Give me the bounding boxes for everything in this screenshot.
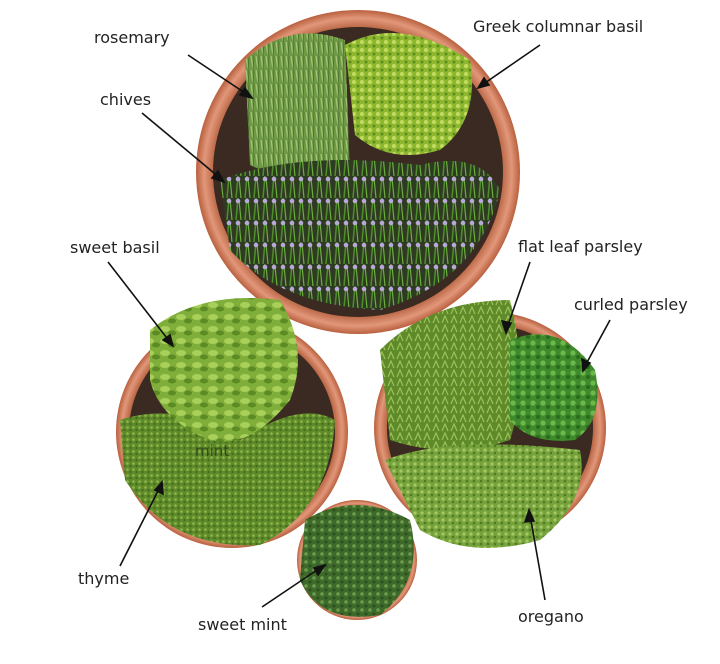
label-rosemary: rosemary — [94, 28, 170, 47]
large-pot — [196, 10, 520, 334]
label-chives: chives — [100, 90, 152, 109]
leader-curled-parsley — [584, 319, 611, 367]
label-mint-faint: mint — [195, 442, 230, 460]
label-oregano: oregano — [518, 607, 584, 626]
flat-leaf-parsley-plant — [380, 300, 520, 450]
curled-parsley-plant — [510, 334, 598, 441]
right-pot — [374, 300, 606, 548]
label-curled-parsley: curled parsley — [574, 295, 688, 314]
rosemary-plant — [245, 33, 350, 179]
arrow-chives — [210, 169, 226, 184]
arrow-greek-basil — [476, 76, 491, 90]
leader-oregano — [529, 514, 546, 601]
label-sweet-mint: sweet mint — [198, 615, 287, 634]
label-flat-leaf-parsley: flat leaf parsley — [518, 237, 643, 256]
label-thyme: thyme — [78, 569, 130, 588]
leader-chives — [141, 112, 221, 179]
arrow-curled-parsley — [581, 357, 592, 373]
arrow-oregano — [523, 507, 536, 523]
label-greek-columnar-basil: Greek columnar basil — [473, 17, 644, 36]
arrow-sweet-mint — [312, 563, 327, 577]
left-pot — [116, 298, 348, 548]
oregano-plant — [385, 444, 582, 548]
leader-lines — [107, 44, 611, 608]
arrow-rosemary — [238, 86, 254, 100]
thyme-plant — [120, 413, 335, 546]
arrow-flat-parsley — [500, 319, 513, 336]
leader-sweet-mint — [261, 567, 321, 608]
leader-sweet-basil — [107, 261, 171, 343]
leader-flat-parsley — [506, 261, 531, 329]
label-sweet-basil: sweet basil — [70, 238, 160, 257]
small-pot — [297, 500, 417, 620]
arrow-thyme — [153, 480, 164, 496]
arrow-sweet-basil — [161, 333, 175, 348]
leader-rosemary — [187, 54, 249, 96]
sweet-mint-plant — [300, 505, 414, 617]
leader-greek-basil — [481, 44, 541, 86]
chives-plant — [220, 160, 500, 310]
sweet-basil-plant — [150, 298, 298, 442]
greek-columnar-basil-plant — [345, 33, 472, 155]
leader-thyme — [119, 486, 161, 567]
